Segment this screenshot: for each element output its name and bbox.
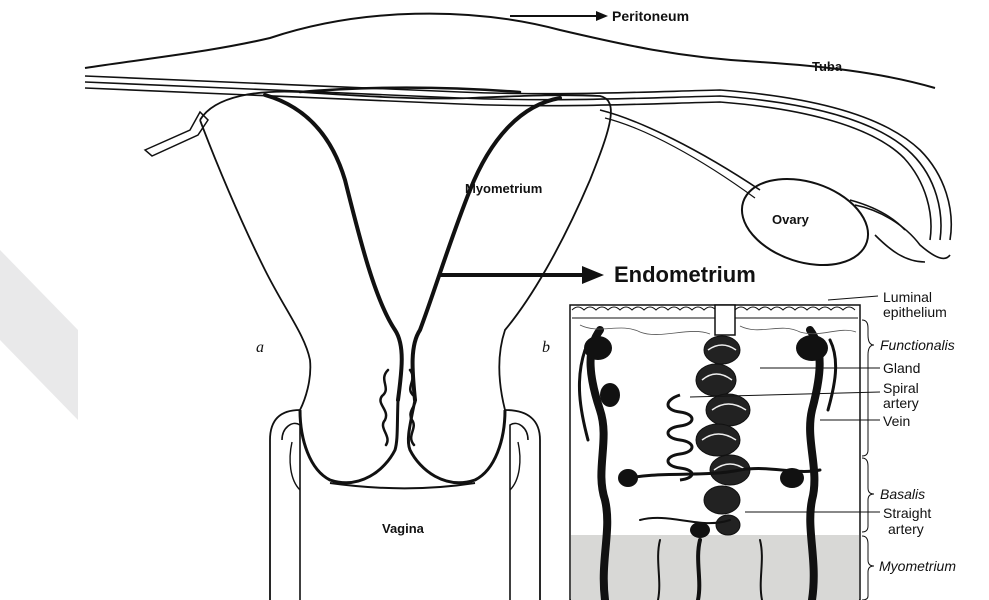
label-ovary: Ovary	[772, 213, 809, 227]
label-myometrium-top: Myometrium	[465, 182, 542, 196]
label-functionalis: Functionalis	[880, 338, 955, 353]
label-luminal: Luminal	[883, 290, 932, 305]
endometrium-lining	[265, 88, 560, 446]
endometrium-inset	[570, 305, 860, 600]
label-gland: Gland	[883, 361, 920, 376]
peritoneum-outline	[85, 14, 935, 88]
label-endometrium: Endometrium	[614, 263, 756, 286]
label-straight: Straight	[883, 506, 931, 521]
label-epithelium: epithelium	[883, 305, 947, 320]
watermark-chevron	[0, 250, 78, 420]
label-tuba: Tuba	[812, 60, 842, 74]
label-straight-artery: artery	[888, 522, 924, 537]
left-ligament-stub	[145, 112, 208, 156]
label-myometrium-bottom: Myometrium	[879, 559, 956, 574]
label-vagina: Vagina	[382, 522, 424, 536]
layer-braces	[862, 320, 874, 600]
endometrium-arrow	[438, 266, 604, 284]
label-spiral: Spiral	[883, 381, 919, 396]
peritoneum-arrow	[510, 11, 608, 21]
label-basalis: Basalis	[880, 487, 925, 502]
label-panel-b: b	[542, 340, 550, 357]
uterus-outline	[200, 92, 611, 410]
label-peritoneum: Peritoneum	[612, 9, 689, 24]
label-spiral-artery: artery	[883, 396, 919, 411]
label-panel-a: a	[256, 340, 264, 357]
label-vein: Vein	[883, 414, 910, 429]
cervix-vagina	[270, 400, 540, 600]
